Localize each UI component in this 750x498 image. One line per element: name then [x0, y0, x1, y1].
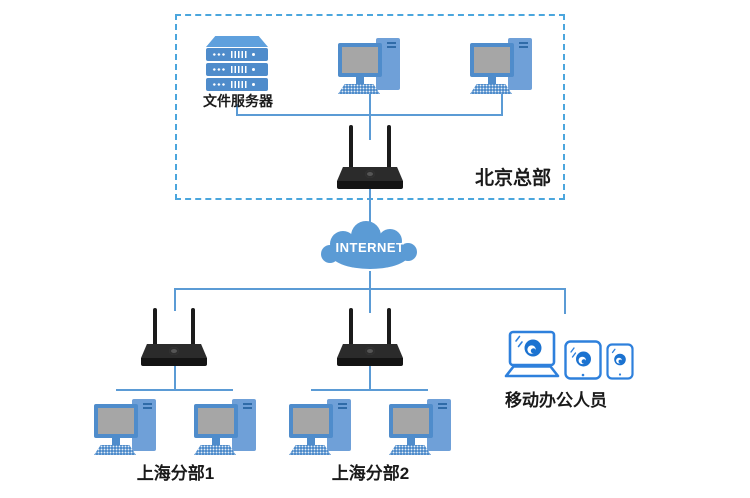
- server-unit: [206, 78, 268, 91]
- server-unit: [206, 48, 268, 61]
- edge-router-internet: [369, 188, 371, 223]
- pc-monitor: [389, 404, 433, 438]
- router-icon: [337, 308, 403, 366]
- router-antenna: [387, 125, 391, 169]
- router-logo: [169, 347, 179, 355]
- desktop-computer-icon: [289, 399, 353, 455]
- edge-wan-mobile: [564, 288, 566, 314]
- pc-monitor: [338, 43, 382, 77]
- pc-keyboard: [470, 84, 512, 94]
- router-antenna: [349, 125, 353, 169]
- pc-monitor: [94, 404, 138, 438]
- edge-branch1router-bus: [174, 365, 176, 391]
- router-icon: [337, 125, 403, 189]
- router-icon: [141, 308, 207, 366]
- edge-branch1-bus: [116, 389, 233, 391]
- laptop-icon: [503, 330, 561, 385]
- router-body-front: [337, 181, 403, 189]
- edge-internet-wanbus: [369, 271, 371, 290]
- router-antenna: [387, 308, 391, 346]
- edge-wan-branch1: [174, 288, 176, 311]
- router-logo: [365, 347, 375, 355]
- branch2-label: 上海分部2: [331, 464, 410, 483]
- desktop-computer-icon: [94, 399, 158, 455]
- edge-hqpc2-bus: [501, 94, 503, 116]
- desktop-computer-icon: [389, 399, 453, 455]
- pc-keyboard: [338, 84, 380, 94]
- router-antenna: [191, 308, 195, 346]
- desktop-computer-icon: [338, 38, 402, 94]
- pc-monitor: [289, 404, 333, 438]
- file-server-label: 文件服务器: [203, 93, 273, 109]
- edge-branch2router-bus: [369, 365, 371, 391]
- edge-fileserver-bus: [236, 104, 238, 116]
- desktop-computer-icon: [470, 38, 534, 94]
- smartphone-icon: [606, 343, 634, 385]
- edge-branch2-bus: [311, 389, 428, 391]
- pc-keyboard: [94, 445, 136, 455]
- pc-stand: [307, 438, 315, 445]
- router-antenna: [153, 308, 157, 346]
- server-top-face: [206, 36, 268, 47]
- server-unit: [206, 63, 268, 76]
- pc-stand: [212, 438, 220, 445]
- hq-label: 北京总部: [475, 168, 552, 189]
- tablet-icon: [564, 340, 602, 385]
- pc-keyboard: [194, 445, 236, 455]
- pc-stand: [407, 438, 415, 445]
- router-logo: [365, 170, 375, 178]
- router-body-front: [141, 358, 207, 366]
- router-body-front: [337, 358, 403, 366]
- edge-hqpc1-router: [369, 94, 371, 140]
- pc-stand: [488, 77, 496, 84]
- pc-monitor: [470, 43, 514, 77]
- file-server-icon: [206, 36, 268, 93]
- pc-keyboard: [389, 445, 431, 455]
- pc-stand: [356, 77, 364, 84]
- internet-cloud: INTERNET: [315, 221, 425, 278]
- internet-label: INTERNET: [336, 240, 405, 255]
- edge-wan-branch2: [369, 288, 371, 313]
- mobile-users-label: 移动办公人员: [505, 391, 607, 410]
- branch1-label: 上海分部1: [136, 464, 215, 483]
- desktop-computer-icon: [194, 399, 258, 455]
- pc-stand: [112, 438, 120, 445]
- pc-keyboard: [289, 445, 331, 455]
- pc-monitor: [194, 404, 238, 438]
- router-antenna: [349, 308, 353, 346]
